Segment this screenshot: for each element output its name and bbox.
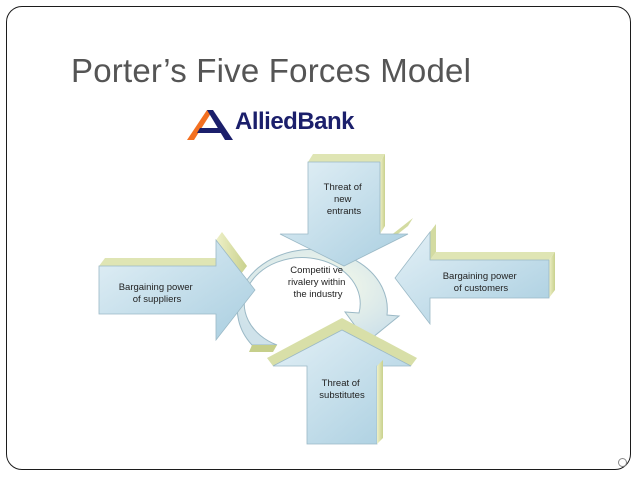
left-label-line-1: Bargaining power	[119, 282, 193, 293]
corner-decoration	[618, 458, 627, 467]
logo-text: AlliedBank	[235, 108, 354, 136]
center-label-line-2: rivalery within	[288, 277, 346, 288]
logo-a-orange	[187, 110, 213, 140]
top-label-line-3: entrants	[327, 206, 362, 217]
top-label-line-2: new	[334, 194, 352, 205]
logo-a-bar	[197, 128, 223, 133]
center-label-line-1: Competiti ve	[290, 265, 343, 276]
logo-a-navy	[207, 110, 233, 140]
center-label: Competiti ve rivalery within the industr…	[288, 265, 348, 300]
five-forces-diagram: Threat of new entrants Competiti ve riva…	[77, 140, 577, 458]
center-label-line-3: the industry	[293, 289, 342, 300]
slide-title: Porter’s Five Forces Model	[71, 52, 471, 90]
top-label-line-1: Threat of	[324, 182, 362, 193]
bottom-label: Threat of substitutes	[319, 378, 365, 401]
left-label-line-2: of suppliers	[133, 294, 182, 305]
right-label-line-1: Bargaining power	[443, 271, 517, 282]
bottom-label-line-1: Threat of	[322, 378, 360, 389]
right-label: Bargaining power of customers	[443, 271, 520, 294]
bottom-label-line-2: substitutes	[319, 390, 365, 401]
right-label-line-2: of customers	[454, 283, 509, 294]
